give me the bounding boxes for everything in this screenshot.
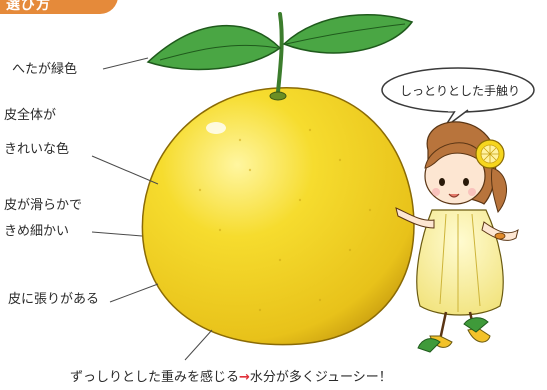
label-smooth-line1: 皮が滑らかで [4, 198, 83, 213]
label-smooth-line2: きめ細かい [4, 224, 70, 239]
leader-skin-color [91, 155, 159, 185]
bottom-note: ずっしりとした重みを感じる→水分が多くジューシー！ [70, 366, 392, 385]
leader-calyx [102, 57, 149, 70]
speech-bubble [381, 67, 535, 129]
character [395, 121, 519, 353]
bottom-note-result: 水分が多くジューシー！ [249, 370, 392, 385]
label-firm-skin: 皮に張りがある [8, 292, 100, 307]
stem-and-leaves [146, 12, 414, 101]
label-skin-color-line1: 皮全体が [4, 108, 57, 123]
label-skin-color-line2: きれいな色 [4, 142, 70, 157]
speech-bubble-text: しっとりとした手触り [400, 84, 521, 98]
leader-firm [109, 283, 159, 303]
grapefruit [141, 87, 415, 346]
section-tag-text: 選び方 [6, 0, 51, 13]
bottom-note-cause: ずっしりとした重みを感じる [70, 370, 240, 385]
leader-smooth [91, 231, 143, 237]
arrow-icon: → [239, 370, 250, 385]
label-calyx-green: へたが緑色 [12, 62, 78, 77]
leader-weight [184, 329, 213, 361]
section-tag: 選び方 [0, 0, 118, 14]
section-tag-shape [0, 0, 118, 14]
